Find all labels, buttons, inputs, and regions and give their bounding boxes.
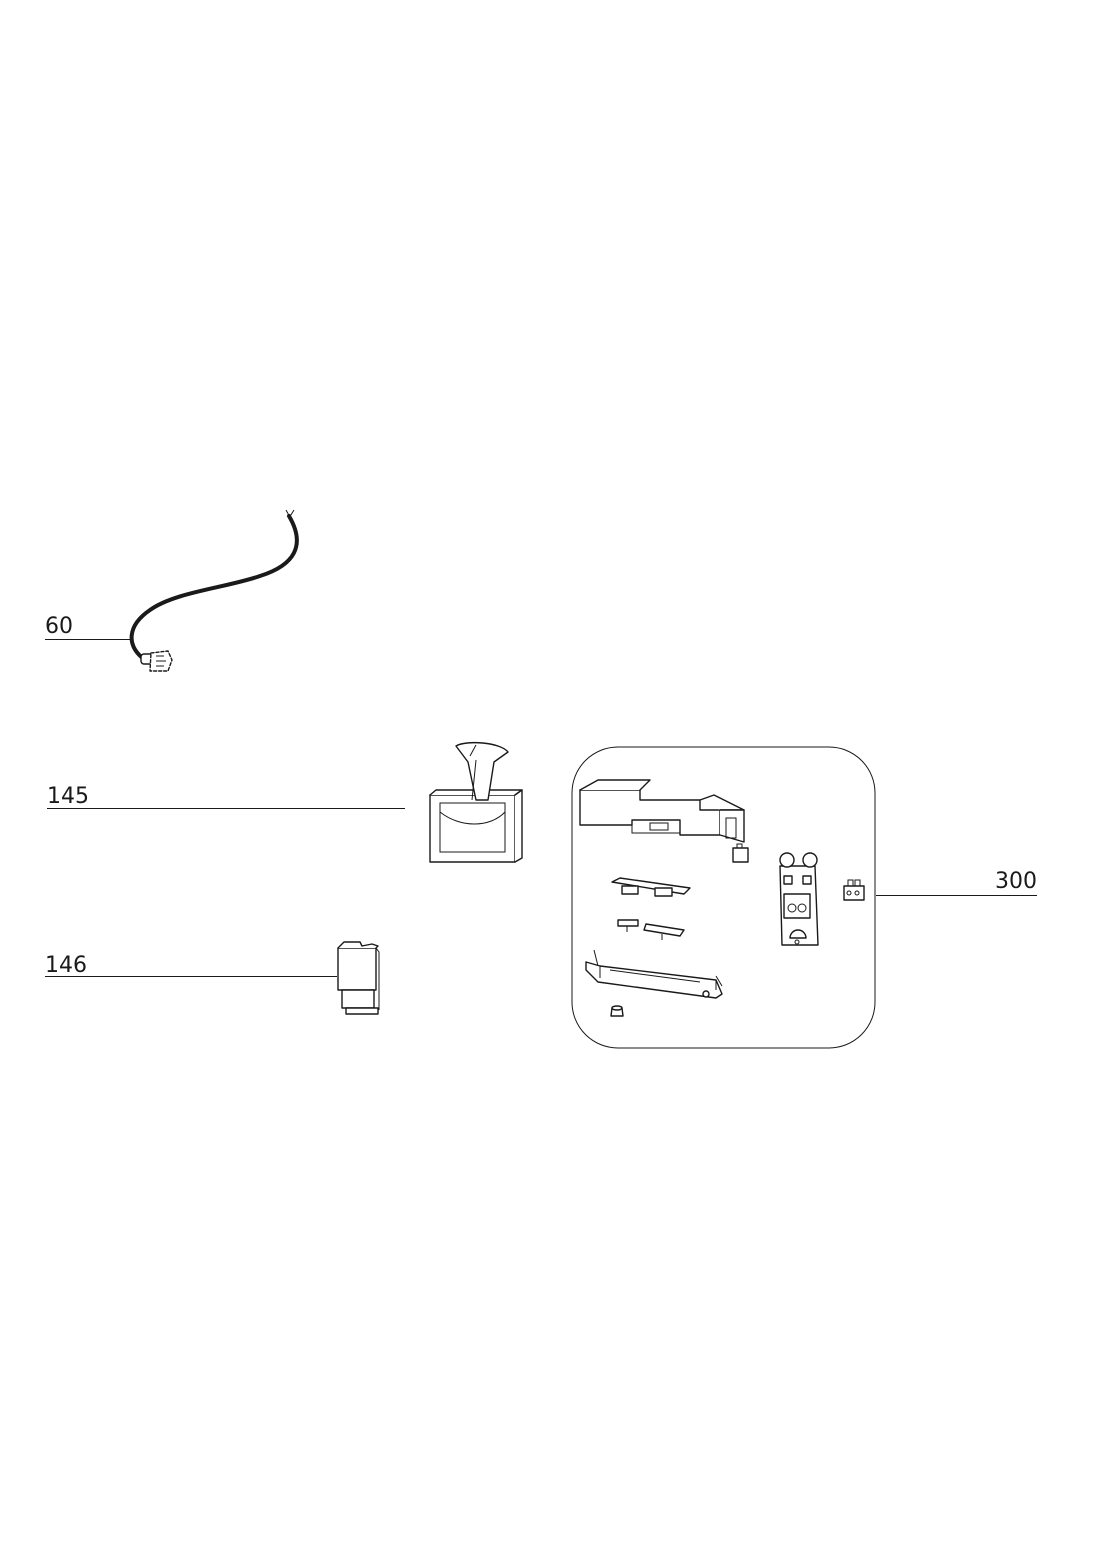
leader-line-300 <box>876 895 1037 896</box>
push-buttons-icon <box>617 919 685 940</box>
display-panel-icon[interactable] <box>779 852 819 946</box>
selector-knob-icon[interactable] <box>429 741 523 863</box>
support-rail-icon <box>585 949 723 999</box>
control-kit-icon[interactable] <box>571 746 876 1049</box>
callout-300[interactable]: 300 <box>995 869 1037 894</box>
plug-icon <box>140 650 173 672</box>
terminal-block-icon <box>843 879 865 901</box>
power-cable-icon[interactable] <box>129 509 299 672</box>
button-strip-icon <box>611 877 691 897</box>
callout-60[interactable]: 60 <box>45 614 73 639</box>
leader-line-146 <box>45 976 337 977</box>
leader-line-145 <box>47 808 405 809</box>
connector-icon <box>732 843 749 863</box>
control-board-icon <box>579 779 745 843</box>
leader-line-60 <box>45 639 130 640</box>
callout-146[interactable]: 146 <box>45 953 87 978</box>
small-knob-icon <box>610 1005 624 1017</box>
switch-module-icon[interactable] <box>337 941 380 1015</box>
kit-frame <box>571 746 876 1049</box>
callout-145[interactable]: 145 <box>47 784 89 809</box>
